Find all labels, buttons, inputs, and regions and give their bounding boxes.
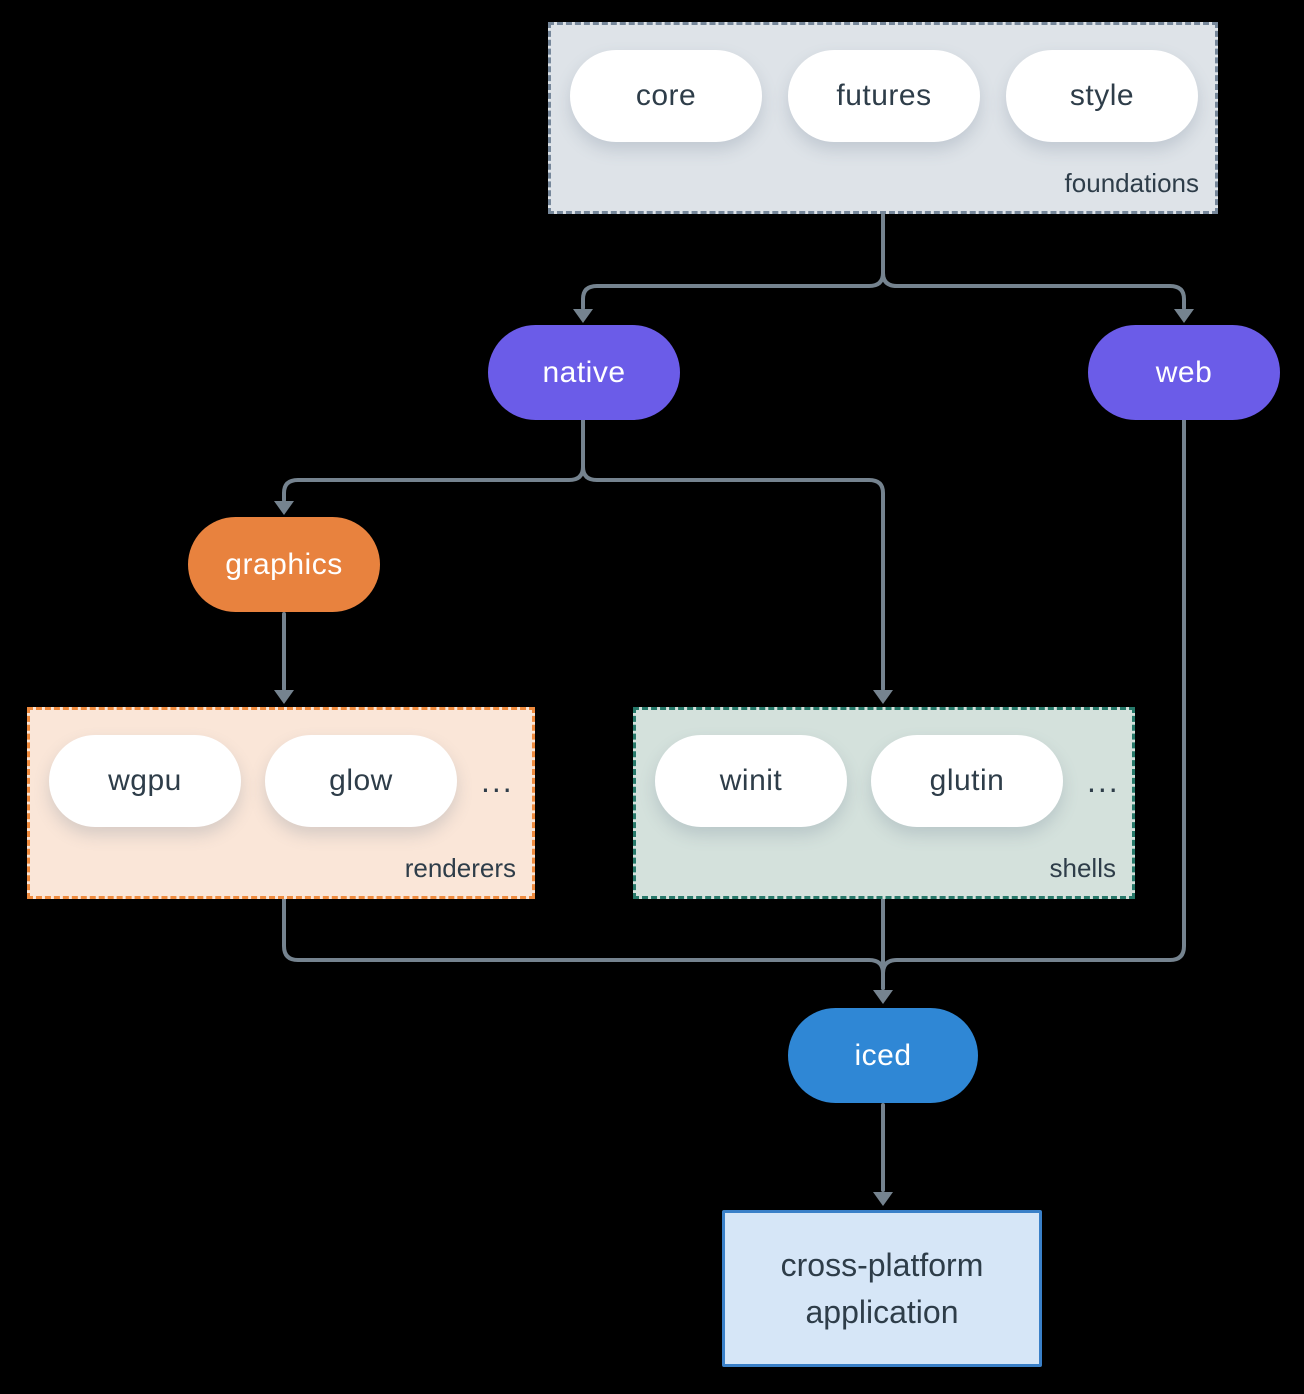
node-wgpu: wgpu bbox=[49, 735, 241, 827]
node-iced: iced bbox=[788, 1008, 978, 1103]
group-label-foundations: foundations bbox=[1064, 168, 1199, 198]
shells-pill-row: winit glutin ... bbox=[636, 710, 1132, 827]
arrowhead-web bbox=[1174, 309, 1194, 323]
edge-renderers-iced bbox=[282, 897, 885, 990]
group-label-shells: shells bbox=[1049, 853, 1116, 883]
group-shells: winit glutin ... shells bbox=[633, 707, 1135, 899]
node-cross-platform-application: cross-platform application bbox=[722, 1210, 1042, 1367]
renderers-ellipsis: ... bbox=[481, 762, 514, 799]
group-foundations: core futures style foundations bbox=[548, 22, 1218, 214]
edge-foundations-web bbox=[881, 213, 1186, 310]
node-graphics: graphics bbox=[188, 517, 380, 612]
foundations-pill-row: core futures style bbox=[551, 25, 1215, 142]
shells-ellipsis: ... bbox=[1087, 762, 1120, 799]
edge-foundations-native bbox=[581, 213, 885, 310]
edge-native-shells bbox=[581, 418, 885, 691]
node-winit: winit bbox=[655, 735, 847, 827]
edge-native-graphics bbox=[282, 418, 585, 502]
arrowhead-shells bbox=[873, 690, 893, 704]
node-style: style bbox=[1006, 50, 1198, 142]
arrowhead-renderers bbox=[274, 690, 294, 704]
renderers-pill-row: wgpu glow ... bbox=[30, 710, 532, 827]
arrowhead-iced bbox=[873, 990, 893, 1004]
group-label-renderers: renderers bbox=[404, 853, 516, 883]
node-web: web bbox=[1088, 325, 1280, 420]
arrowhead-graphics bbox=[274, 501, 294, 515]
arrowhead-application bbox=[873, 1192, 893, 1206]
node-core: core bbox=[570, 50, 762, 142]
node-futures: futures bbox=[788, 50, 980, 142]
arrowhead-native bbox=[573, 309, 593, 323]
node-native: native bbox=[488, 325, 680, 420]
group-renderers: wgpu glow ... renderers bbox=[27, 707, 535, 899]
node-glutin: glutin bbox=[871, 735, 1063, 827]
node-glow: glow bbox=[265, 735, 457, 827]
edge-web-iced bbox=[881, 418, 1186, 990]
